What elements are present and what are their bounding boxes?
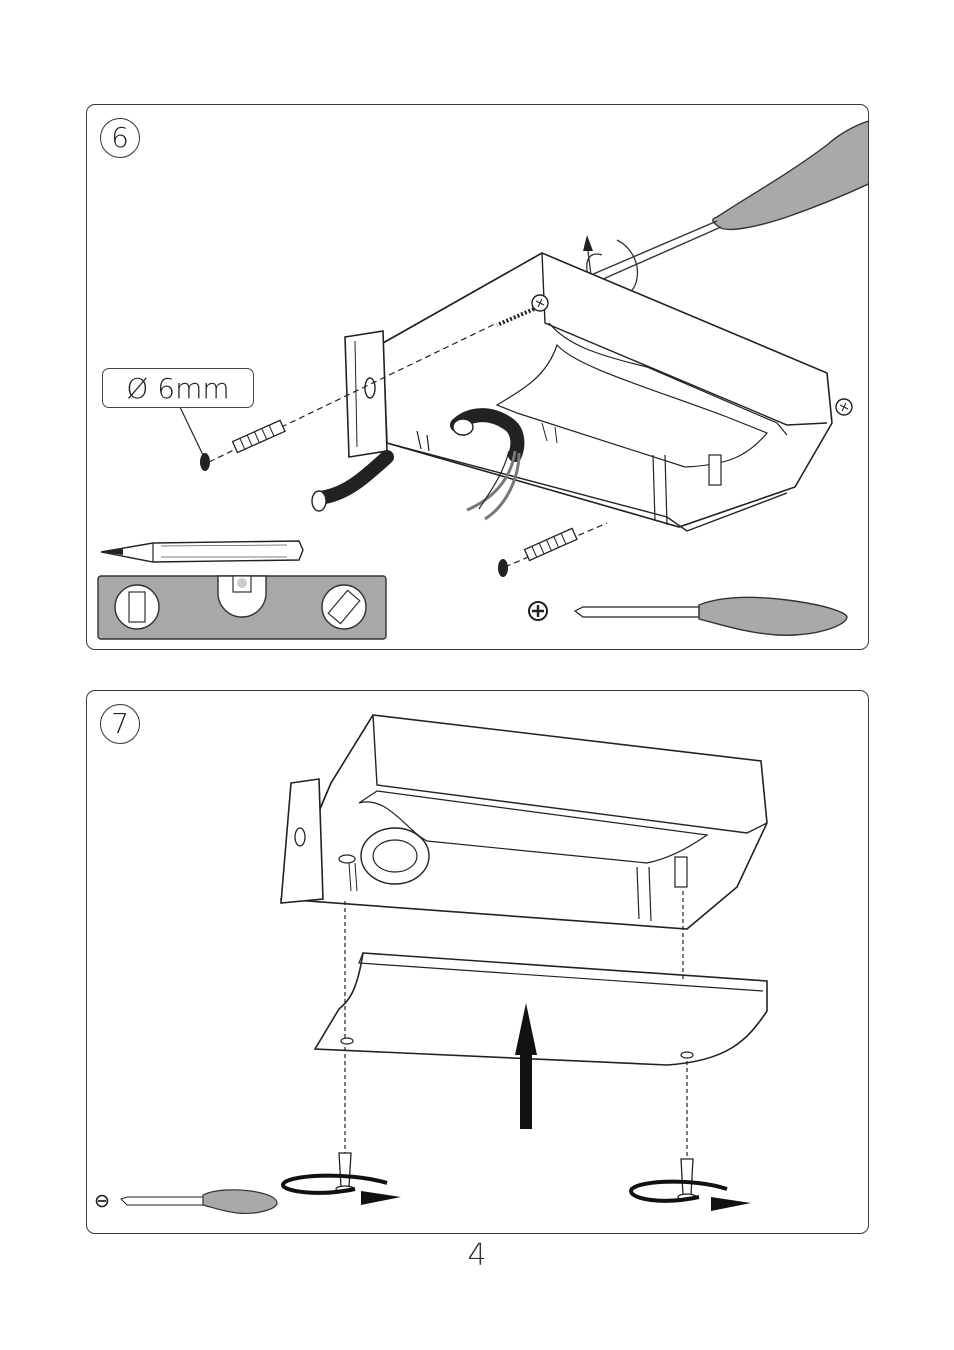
drill-hole <box>498 559 508 577</box>
drill-hole <box>200 453 210 471</box>
screwdriver-icon <box>121 1190 277 1214</box>
wall-plug-icon <box>525 528 577 560</box>
housing-box <box>281 715 767 929</box>
screwdriver-icon <box>558 119 869 300</box>
step-number-badge: 7 <box>100 704 140 744</box>
screwdriver-icon <box>575 597 847 635</box>
page-number: 4 <box>0 1238 954 1273</box>
step-number-badge: 6 <box>100 118 140 158</box>
screw-icon <box>678 1159 696 1200</box>
step-7-panel: 7 <box>86 690 869 1234</box>
screw-icon <box>336 1153 354 1192</box>
spirit-level-icon <box>98 576 386 639</box>
cover-plate <box>315 953 767 1065</box>
phillips-head-icon <box>529 602 547 620</box>
screw-icon <box>836 399 852 415</box>
callout-line <box>179 405 203 455</box>
housing-box <box>345 253 832 531</box>
step-6-panel: 6 Ø 6mm <box>86 104 869 650</box>
pencil-icon <box>101 541 303 562</box>
wall-plug-icon <box>233 420 285 452</box>
flathead-icon <box>97 1196 108 1207</box>
step-7-illustration <box>87 691 869 1234</box>
drill-size-label: Ø 6mm <box>102 368 254 408</box>
